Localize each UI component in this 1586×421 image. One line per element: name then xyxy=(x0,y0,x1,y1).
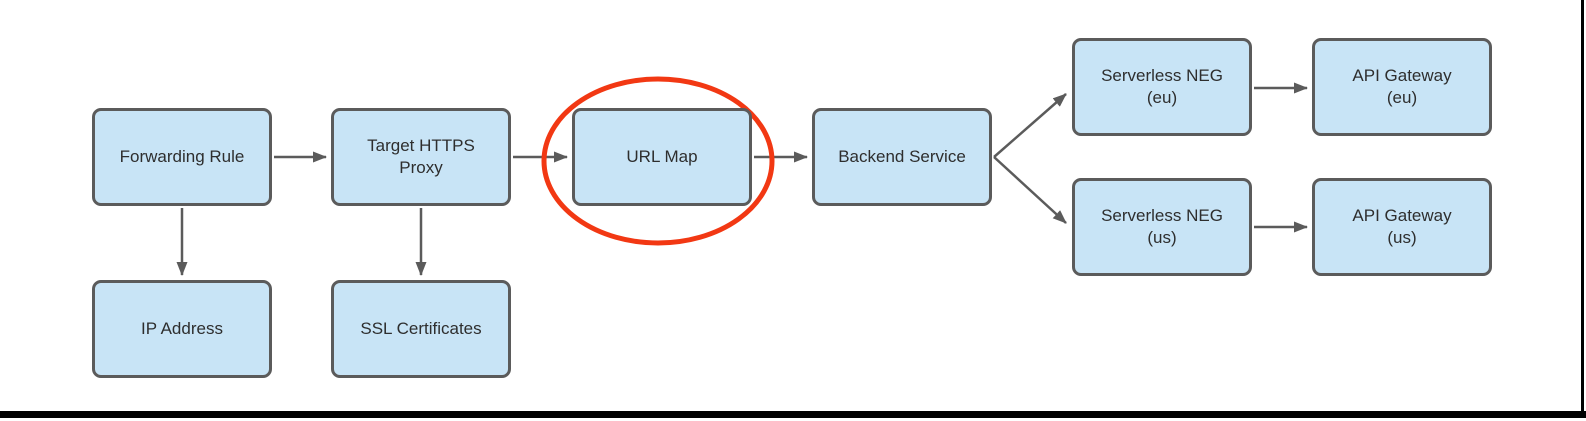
node-url-map: URL Map xyxy=(572,108,752,206)
node-forwarding-rule: Forwarding Rule xyxy=(92,108,272,206)
frame-right-bar xyxy=(1581,0,1584,418)
node-label: API Gateway xyxy=(1352,206,1452,225)
node-label: (eu) xyxy=(1386,88,1418,107)
node-api-gateway-eu: API Gateway (eu) xyxy=(1312,38,1492,136)
node-label: Target HTTPS xyxy=(367,136,475,155)
node-label: API Gateway xyxy=(1352,66,1452,85)
node-label: (us) xyxy=(1147,228,1177,247)
node-label: Serverless NEG xyxy=(1101,66,1223,85)
node-ssl-certificates: SSL Certificates xyxy=(331,280,511,378)
node-label: Serverless NEG xyxy=(1101,206,1223,225)
node-label: IP Address xyxy=(141,319,223,338)
node-label: (eu) xyxy=(1146,88,1178,107)
node-target-https-proxy: Target HTTPS Proxy xyxy=(331,108,511,206)
node-serverless-neg-eu: Serverless NEG (eu) xyxy=(1072,38,1252,136)
node-label: SSL Certificates xyxy=(360,319,482,338)
edge-backend-service-to-serverless-neg-eu xyxy=(993,93,1067,158)
node-label: Forwarding Rule xyxy=(119,147,245,166)
node-ip-address: IP Address xyxy=(92,280,272,378)
node-api-gateway-us: API Gateway (us) xyxy=(1312,178,1492,276)
node-label: (us) xyxy=(1387,228,1417,247)
node-label: Proxy xyxy=(399,158,443,177)
frame-bottom-bar xyxy=(0,411,1586,418)
node-serverless-neg-us: Serverless NEG (us) xyxy=(1072,178,1252,276)
node-label: Backend Service xyxy=(838,147,966,166)
node-backend-service: Backend Service xyxy=(812,108,992,206)
edge-backend-service-to-serverless-neg-us xyxy=(993,156,1067,224)
node-label: URL Map xyxy=(626,147,698,166)
